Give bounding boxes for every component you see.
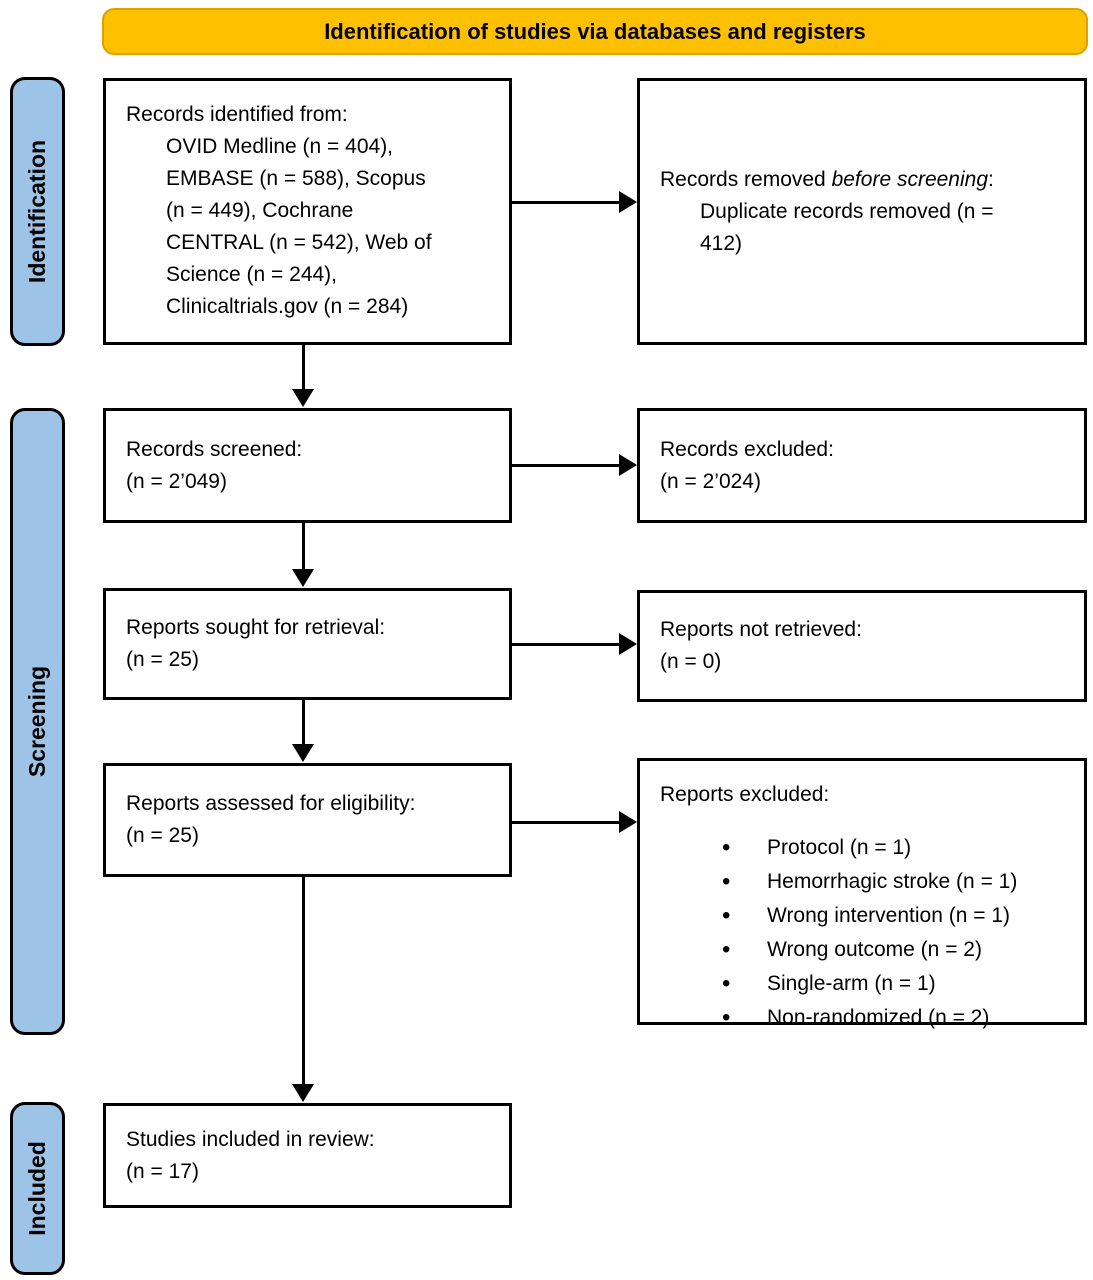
reports-excluded-item: Hemorrhagic stroke (n = 1) [767, 870, 1018, 893]
arrow-shaft [301, 700, 305, 746]
records-screened-box: Records screened: (n = 2’049) [103, 408, 512, 523]
studies-included-count: (n = 17) [126, 1159, 199, 1183]
stage-label-identification: Identification [10, 77, 65, 346]
arrow-head [619, 811, 637, 833]
reports-assessed-count: (n = 25) [126, 824, 199, 847]
reports-assessed-title: Reports assessed for eligibility: [126, 792, 416, 815]
reports-excluded-box: Reports excluded: Protocol (n = 1) Hemor… [637, 758, 1087, 1029]
arrow-down-icon [292, 877, 314, 1102]
list-item: Wrong intervention (n = 1) [722, 899, 1064, 933]
arrow-head [292, 389, 314, 407]
arrow-head [292, 744, 314, 762]
records-removed-suffix: : [988, 167, 994, 191]
studies-included-box: Studies included in review: (n = 17) [103, 1103, 512, 1208]
list-item: Single-arm (n = 1) [722, 967, 1064, 1001]
bullet-icon [722, 899, 767, 933]
records-excluded-text: Records excluded: (n = 2’024) [640, 411, 1084, 520]
stage-label-included-text: Included [24, 1141, 50, 1236]
stage-label-screening: Screening [10, 408, 65, 1035]
list-item: Wrong outcome (n = 2) [722, 933, 1064, 967]
arrow-right-icon [512, 191, 637, 213]
studies-included-text: Studies included in review: (n = 17) [106, 1106, 509, 1205]
studies-included-title: Studies included in review: [126, 1127, 375, 1151]
arrow-right-icon [512, 633, 637, 655]
reports-excluded-item: Wrong outcome (n = 2) [767, 938, 982, 961]
reports-sought-title: Reports sought for retrieval: [126, 616, 386, 639]
stage-label-included: Included [10, 1102, 65, 1275]
reports-not-retrieved-count: (n = 0) [660, 650, 722, 673]
records-screened-title: Records screened: [126, 437, 303, 461]
arrow-down-icon [292, 700, 314, 762]
arrow-shaft [301, 523, 305, 571]
list-item: Hemorrhagic stroke (n = 1) [722, 865, 1064, 899]
records-screened-text: Records screened: (n = 2’049) [106, 411, 509, 520]
records-removed-detail: Duplicate records removed (n = 412) [700, 199, 994, 255]
records-identified-text: Records identified from: OVID Medline (n… [106, 81, 509, 341]
records-removed-emphasis: before screening [831, 167, 989, 191]
bullet-icon [722, 865, 767, 899]
reports-excluded-item: Single-arm (n = 1) [767, 972, 936, 995]
list-item: Non-randomized (n = 2) [722, 1001, 1064, 1035]
reports-excluded-item: Non-randomized (n = 2) [767, 1006, 990, 1029]
bullet-icon [722, 1001, 767, 1035]
arrow-shaft [512, 200, 621, 204]
arrow-head [619, 633, 637, 655]
arrow-down-icon [292, 523, 314, 587]
records-identified-box: Records identified from: OVID Medline (n… [103, 78, 512, 345]
arrow-head [619, 191, 637, 213]
records-identified-sources: OVID Medline (n = 404), EMBASE (n = 588)… [166, 135, 432, 318]
reports-sought-count: (n = 25) [126, 648, 199, 671]
records-removed-prefix: Records removed [660, 167, 832, 191]
arrow-shaft [301, 877, 305, 1086]
records-identified-title: Records identified from: [126, 103, 348, 126]
banner-title: Identification of studies via databases … [324, 18, 866, 44]
reports-excluded-list: Protocol (n = 1) Hemorrhagic stroke (n =… [660, 831, 1064, 1035]
reports-not-retrieved-title: Reports not retrieved: [660, 618, 862, 641]
arrow-right-icon [512, 811, 637, 833]
reports-excluded-item: Protocol (n = 1) [767, 836, 912, 859]
reports-excluded-item: Wrong intervention (n = 1) [767, 904, 1010, 927]
bullet-icon [722, 967, 767, 1001]
arrow-right-icon [512, 454, 637, 476]
arrow-shaft [301, 345, 305, 391]
stage-label-identification-text: Identification [24, 139, 50, 284]
reports-not-retrieved-text: Reports not retrieved: (n = 0) [640, 593, 1084, 699]
arrow-head [292, 1084, 314, 1102]
reports-excluded-title: Reports excluded: [660, 783, 830, 806]
banner: Identification of studies via databases … [102, 8, 1088, 55]
list-item: Protocol (n = 1) [722, 831, 1064, 865]
arrow-shaft [512, 642, 621, 646]
records-excluded-count: (n = 2’024) [660, 469, 761, 493]
records-excluded-title: Records excluded: [660, 437, 834, 461]
reports-assessed-text: Reports assessed for eligibility: (n = 2… [106, 766, 509, 874]
bullet-icon [722, 831, 767, 865]
reports-not-retrieved-box: Reports not retrieved: (n = 0) [637, 590, 1087, 702]
bullet-icon [722, 933, 767, 967]
records-excluded-box: Records excluded: (n = 2’024) [637, 408, 1087, 523]
arrow-head [619, 454, 637, 476]
stage-label-screening-text: Screening [24, 665, 50, 778]
reports-sought-text: Reports sought for retrieval: (n = 25) [106, 591, 509, 697]
records-removed-title: Records removed before screening: [660, 164, 1064, 196]
reports-excluded-text: Reports excluded: Protocol (n = 1) Hemor… [640, 761, 1084, 1053]
records-removed-box: Records removed before screening: Duplic… [637, 78, 1087, 345]
arrow-down-icon [292, 345, 314, 407]
reports-assessed-box: Reports assessed for eligibility: (n = 2… [103, 763, 512, 877]
arrow-head [292, 569, 314, 587]
arrow-shaft [512, 463, 621, 467]
arrow-shaft [512, 820, 621, 824]
records-removed-text: Records removed before screening: Duplic… [640, 81, 1084, 342]
reports-sought-box: Reports sought for retrieval: (n = 25) [103, 588, 512, 700]
records-screened-count: (n = 2’049) [126, 469, 227, 493]
